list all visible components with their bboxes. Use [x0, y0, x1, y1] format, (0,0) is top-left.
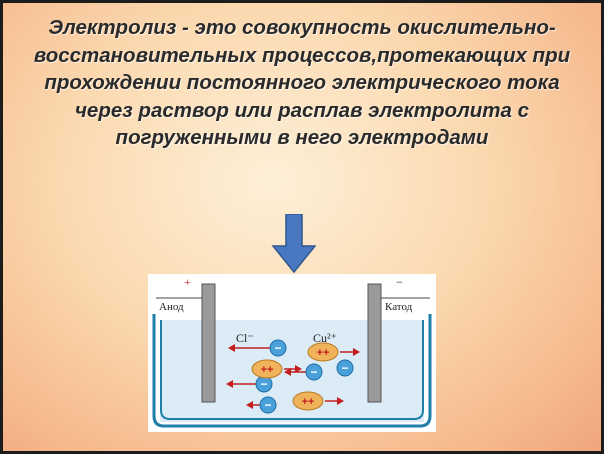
cation: ++ — [307, 342, 360, 362]
vessel — [152, 314, 432, 428]
anion: − — [246, 396, 277, 414]
anion: − — [284, 363, 323, 381]
electrolyte-solution — [160, 320, 424, 422]
svg-text:−: − — [310, 365, 317, 379]
electrolysis-diagram: Анод + Катод − Cl⁻ Cu²⁺ − − − − — [148, 274, 436, 432]
anion: − — [228, 339, 287, 357]
definition-text: Электролиз - это совокупность окислитель… — [33, 16, 571, 149]
down-arrow-icon — [271, 214, 317, 274]
anode-sign: + — [184, 275, 191, 289]
svg-text:++: ++ — [302, 396, 315, 408]
cation: ++ — [251, 359, 302, 379]
svg-text:−: − — [274, 341, 281, 355]
svg-text:++: ++ — [317, 347, 330, 359]
svg-text:++: ++ — [261, 364, 274, 376]
svg-text:−: − — [260, 377, 267, 391]
anion: − — [336, 359, 354, 377]
svg-text:−: − — [341, 361, 348, 375]
cathode-electrode — [367, 283, 382, 403]
anion-label: Cl⁻ — [236, 331, 254, 345]
cation-label: Cu²⁺ — [313, 331, 337, 345]
cathode-label: Катод — [385, 301, 413, 313]
anode-electrode — [201, 283, 216, 403]
anode-label: Анод — [159, 301, 184, 313]
anion: − — [226, 375, 273, 393]
cathode-sign: − — [396, 275, 403, 289]
svg-text:−: − — [264, 398, 271, 412]
cation: ++ — [292, 391, 344, 411]
